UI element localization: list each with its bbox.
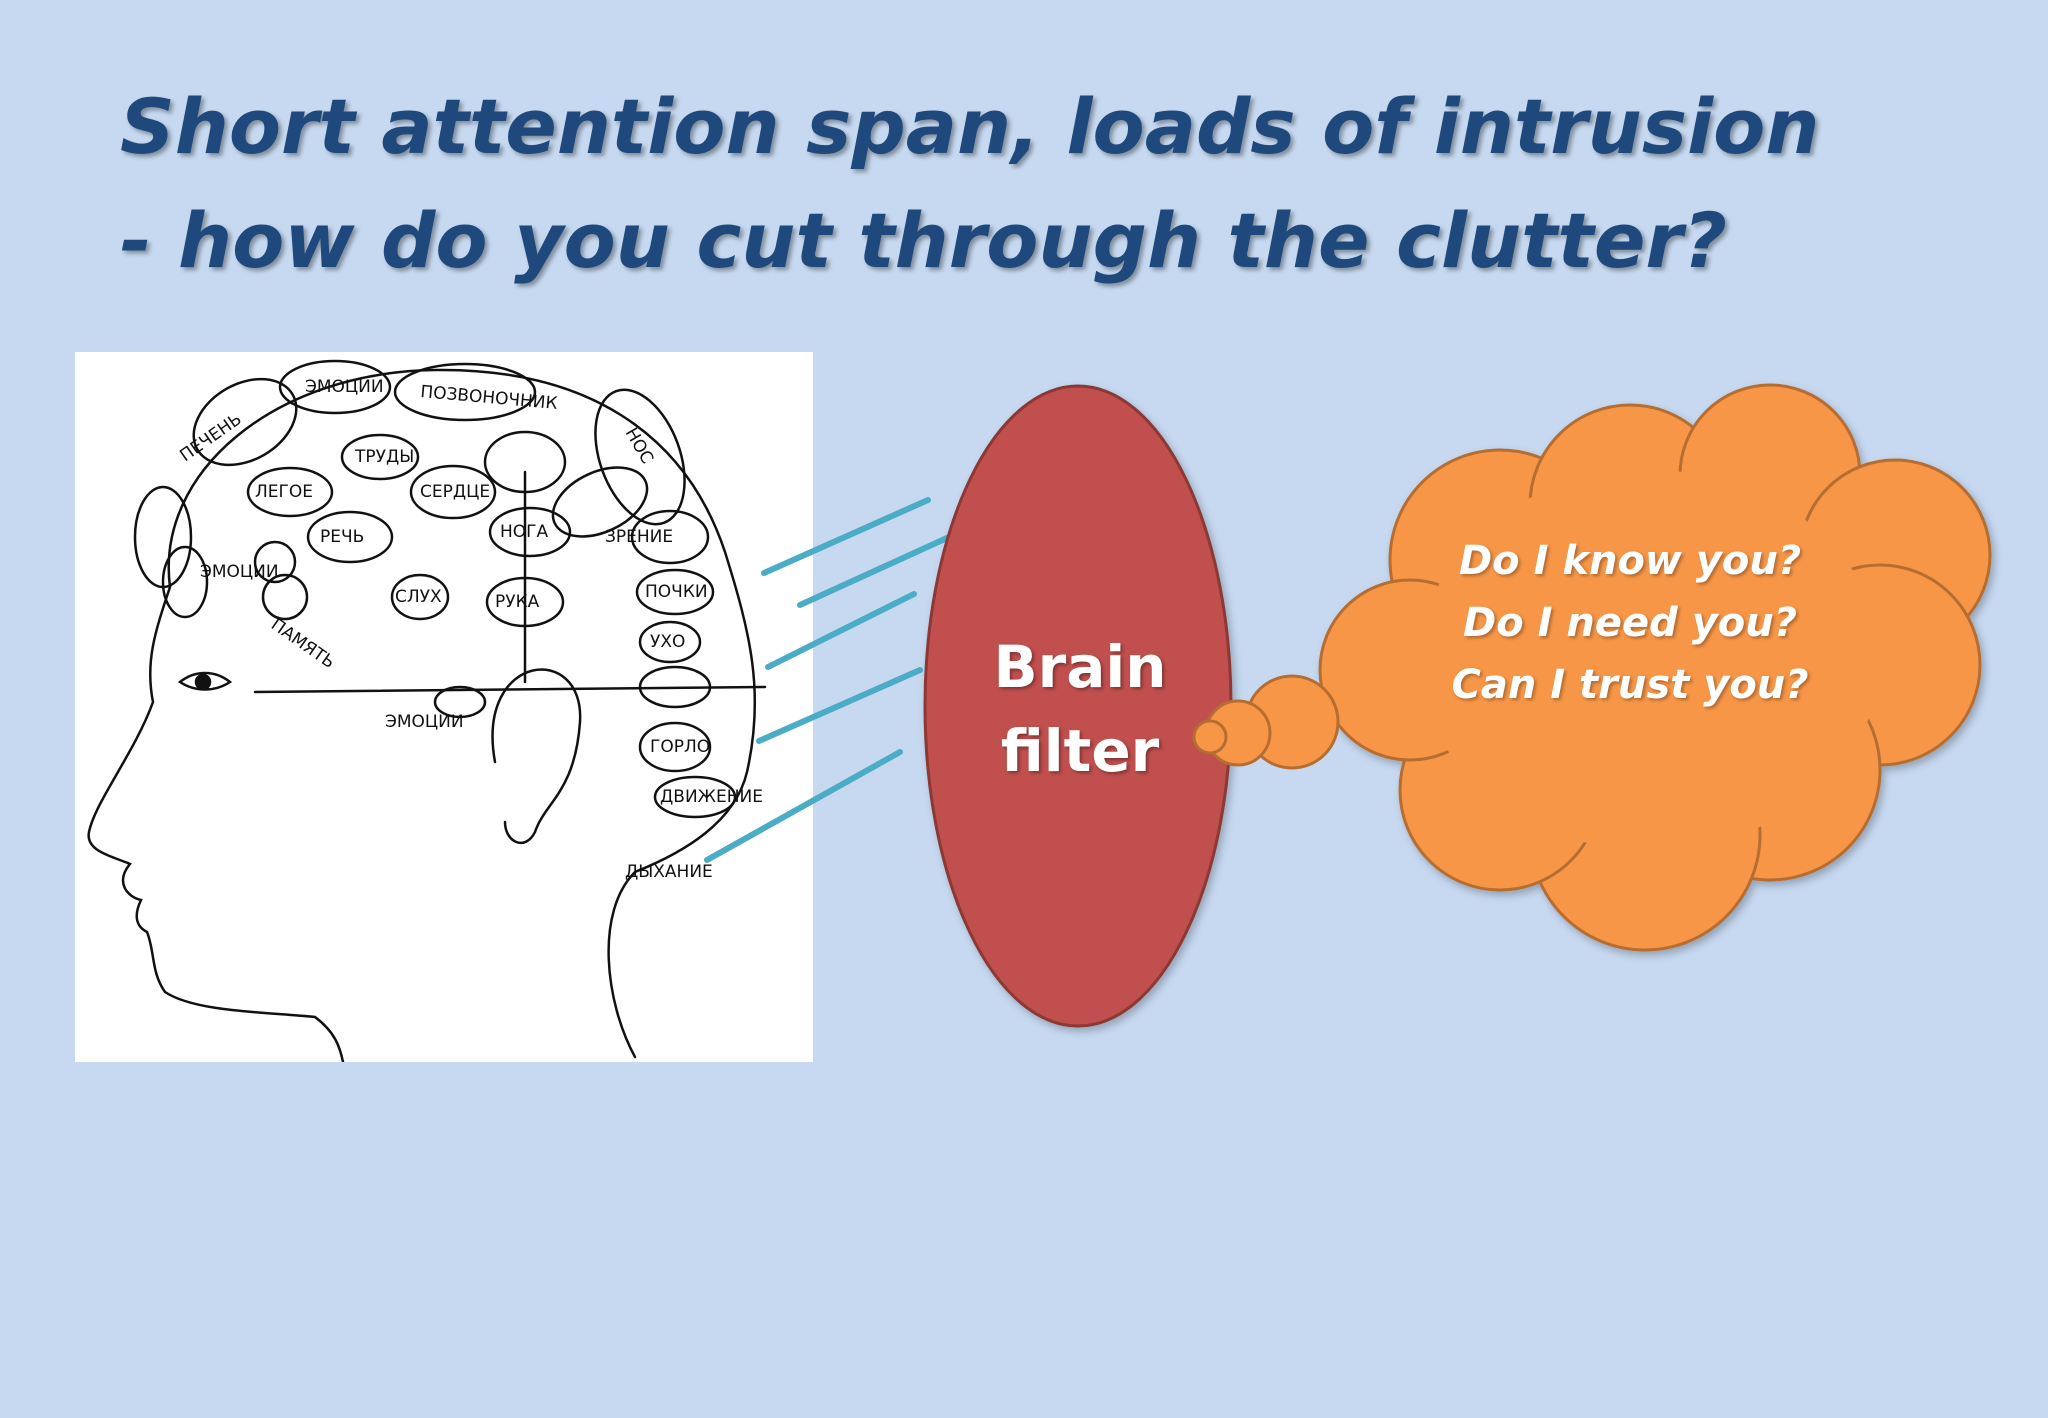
- phrenology-head-image: ЭМОЦИИ ПОЗВОНОЧНИК ПЕЧЕНЬ НОС ТРУДЫ СЕРД…: [75, 352, 813, 1062]
- head-sketch-icon: ЭМОЦИИ ПОЗВОНОЧНИК ПЕЧЕНЬ НОС ТРУДЫ СЕРД…: [87, 359, 767, 1062]
- slide-title: Short attention span, loads of intrusion…: [120, 70, 1920, 298]
- head-label: ДЫХАНИЕ: [625, 862, 713, 882]
- cloud-questions: Do I know you? Do I need you? Can I trus…: [1390, 530, 1870, 716]
- head-label: ПОЧКИ: [645, 582, 708, 602]
- connector-line: [761, 497, 931, 576]
- filter-line-2: filter: [1000, 717, 1160, 785]
- title-line-2: - how do you cut through the clutter?: [120, 196, 1727, 285]
- head-label: ТРУДЫ: [354, 447, 414, 467]
- question-need: Do I need you?: [1463, 600, 1797, 646]
- head-label: РЕЧЬ: [320, 527, 364, 547]
- thought-bubbles: [1192, 674, 1340, 770]
- thought-cloud: [1318, 383, 1992, 952]
- head-label: УХО: [650, 632, 685, 652]
- head-label: ГОРЛО: [650, 737, 710, 757]
- head-label: НОГА: [500, 522, 549, 542]
- head-label: ЭМОЦИИ: [200, 562, 279, 582]
- head-label: ЭМОЦИИ: [385, 712, 464, 732]
- connector-line: [765, 591, 917, 670]
- title-line-1: Short attention span, loads of intrusion: [120, 82, 1820, 171]
- filter-line-1: Brain: [993, 633, 1167, 701]
- question-know: Do I know you?: [1458, 538, 1802, 584]
- connector-line: [797, 529, 963, 608]
- head-label: ЛЕГОЕ: [255, 482, 313, 502]
- head-label: СЛУХ: [395, 587, 442, 607]
- head-label: СЕРДЦЕ: [420, 482, 490, 502]
- connector-line: [704, 749, 903, 863]
- question-trust: Can I trust you?: [1451, 662, 1809, 708]
- head-label: ЭМОЦИИ: [305, 377, 384, 397]
- connector-lines: [704, 497, 963, 863]
- brain-filter-label: Brain filter: [935, 625, 1225, 793]
- head-label: ЗРЕНИЕ: [605, 527, 673, 547]
- connector-line: [756, 667, 923, 744]
- head-label: РУКА: [495, 592, 540, 612]
- head-label: ДВИЖЕНИЕ: [660, 787, 763, 807]
